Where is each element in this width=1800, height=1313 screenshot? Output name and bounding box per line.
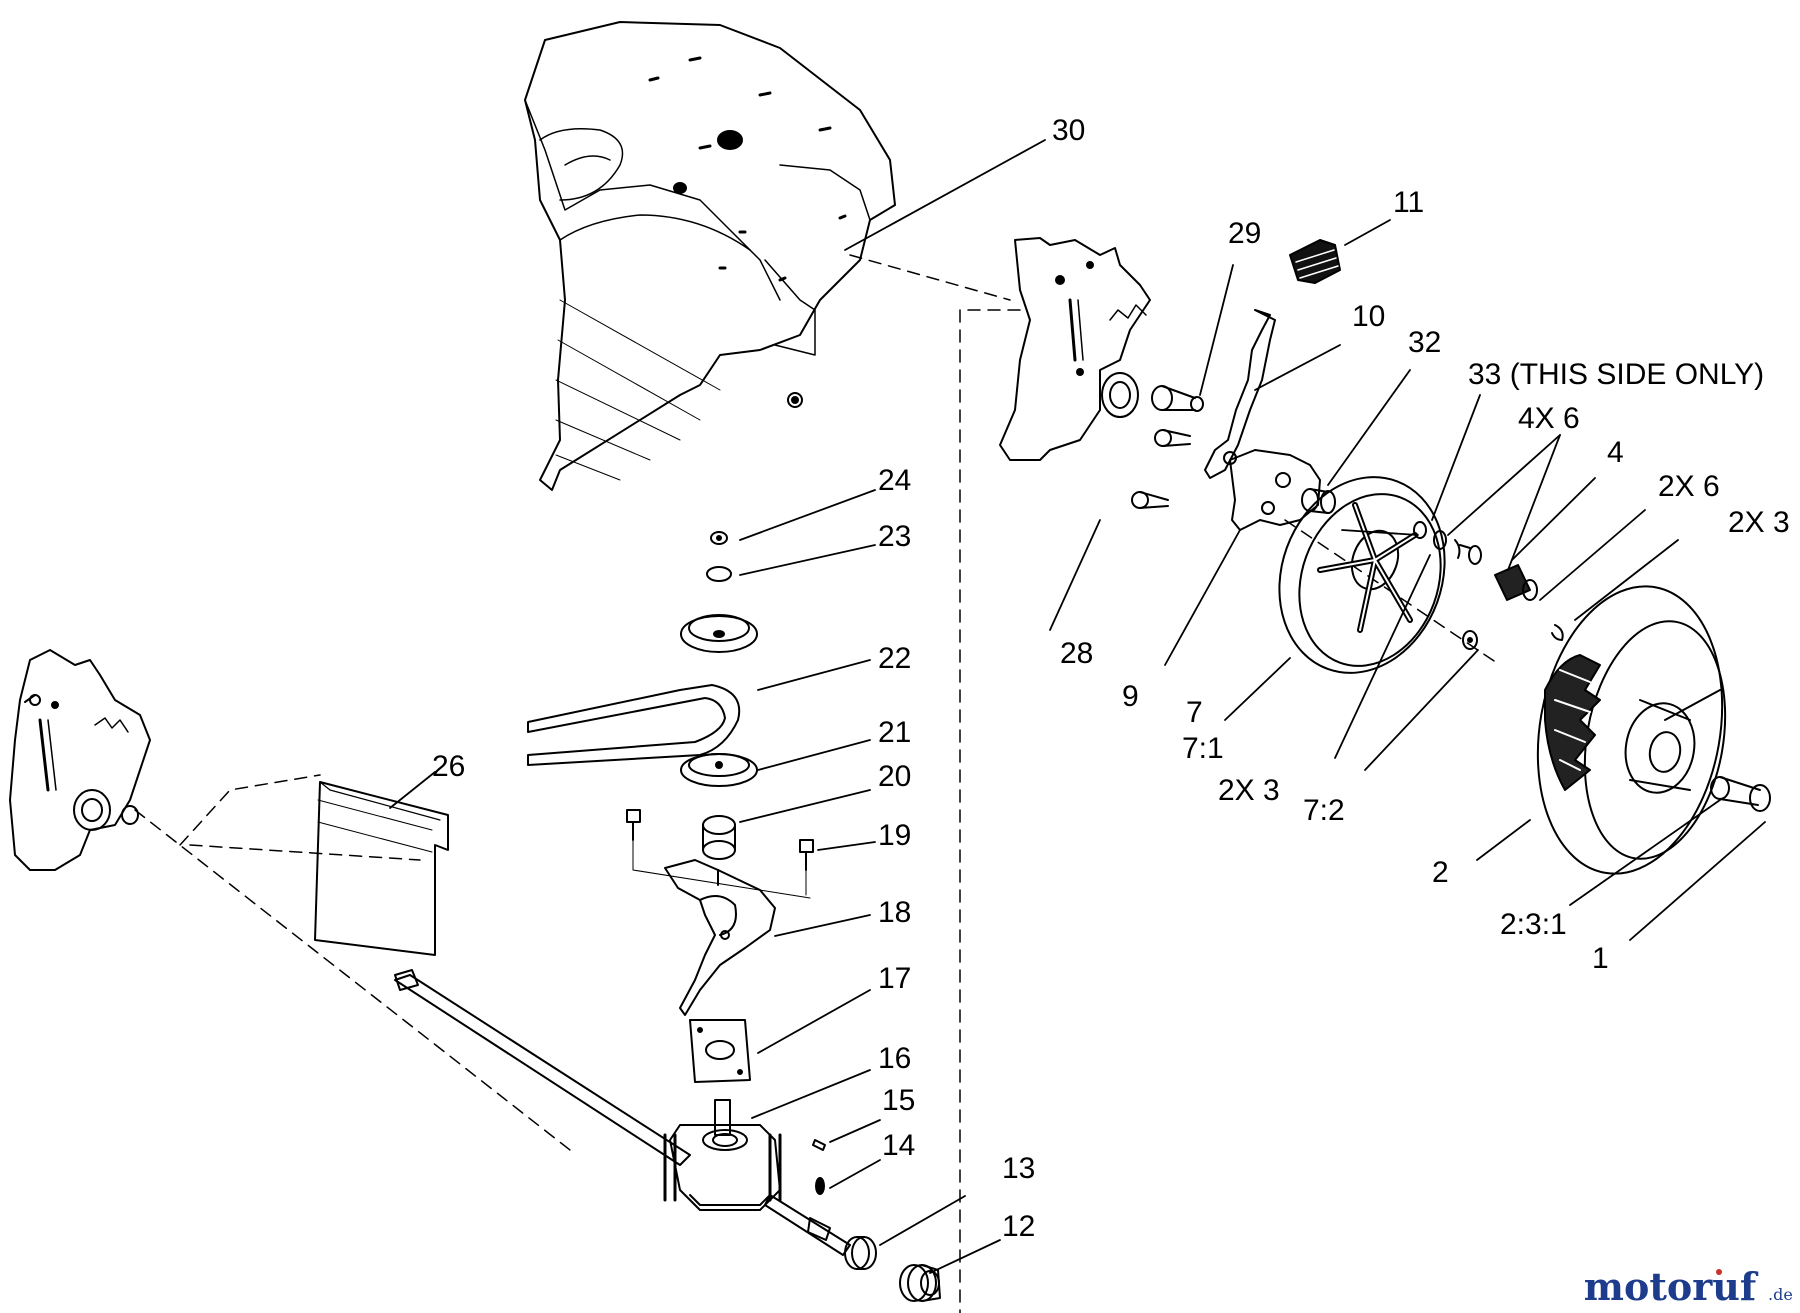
callout-7: 7 <box>1186 696 1203 729</box>
callout-21: 21 <box>878 716 911 749</box>
callout-19: 19 <box>878 819 911 852</box>
callout-2-3-1: 2:3:1 <box>1500 908 1567 941</box>
wheel-hub-cover <box>1278 476 1446 674</box>
mounting-bolts <box>626 809 814 899</box>
callout-12: 12 <box>1002 1210 1035 1243</box>
callout-1: 1 <box>1592 942 1609 975</box>
callout-7-1: 7:1 <box>1182 732 1224 765</box>
gearbox <box>663 1099 782 1211</box>
callout-33: 33 (THIS SIDE ONLY) <box>1468 358 1764 391</box>
callout-9: 9 <box>1122 680 1139 713</box>
gearbox-bracket <box>664 859 776 1016</box>
callout-2x3-top: 2X 3 <box>1728 506 1790 539</box>
callout-29: 29 <box>1228 217 1261 250</box>
rear-wheel <box>1536 585 1771 875</box>
callout-2: 2 <box>1432 856 1449 889</box>
gearbox-plate <box>689 1019 751 1083</box>
callout-20: 20 <box>878 760 911 793</box>
callout-4: 4 <box>1607 436 1624 469</box>
pulley-stack <box>527 531 758 860</box>
axle-bearings <box>844 1236 941 1302</box>
callout-22: 22 <box>878 642 911 675</box>
drive-axle <box>394 969 851 1256</box>
callout-24: 24 <box>878 464 911 497</box>
callout-11: 11 <box>1393 186 1424 219</box>
assembly-guide-lines <box>134 254 1501 1313</box>
callout-32: 32 <box>1408 326 1441 359</box>
leader-lines <box>389 139 1766 1274</box>
hub-hardware <box>1413 521 1564 650</box>
callout-16: 16 <box>878 1042 911 1075</box>
callout-23: 23 <box>878 520 911 553</box>
deck-housing <box>524 21 896 491</box>
callout-10: 10 <box>1352 300 1385 333</box>
callout-2x3-bottom: 2X 3 <box>1218 774 1280 807</box>
callout-28: 28 <box>1060 637 1093 670</box>
callout-4x6: 4X 6 <box>1518 402 1580 435</box>
bushing <box>1301 488 1336 514</box>
callout-13: 13 <box>1002 1152 1035 1185</box>
callout-30: 30 <box>1052 114 1085 147</box>
key-and-spring <box>812 1139 826 1195</box>
callout-7-2: 7:2 <box>1303 794 1345 827</box>
callout-2x6: 2X 6 <box>1658 470 1720 503</box>
watermark-brand: motoruf <box>1584 1264 1759 1309</box>
callout-labels: 30 29 11 10 32 33 (THIS SIDE ONLY) 4X 6 … <box>432 114 1790 1243</box>
left-side-plate <box>9 649 151 871</box>
callout-15: 15 <box>882 1084 915 1117</box>
rear-guard-plate <box>314 781 449 956</box>
watermark-suffix: .de <box>1768 1285 1793 1304</box>
right-side-plate <box>999 237 1204 509</box>
watermark-logo: motoruf .de <box>1584 1264 1793 1309</box>
callout-26: 26 <box>432 750 465 783</box>
callout-18: 18 <box>878 896 911 929</box>
callout-14: 14 <box>882 1129 915 1162</box>
height-adjust-lever <box>1204 239 1341 479</box>
callout-17: 17 <box>878 962 911 995</box>
